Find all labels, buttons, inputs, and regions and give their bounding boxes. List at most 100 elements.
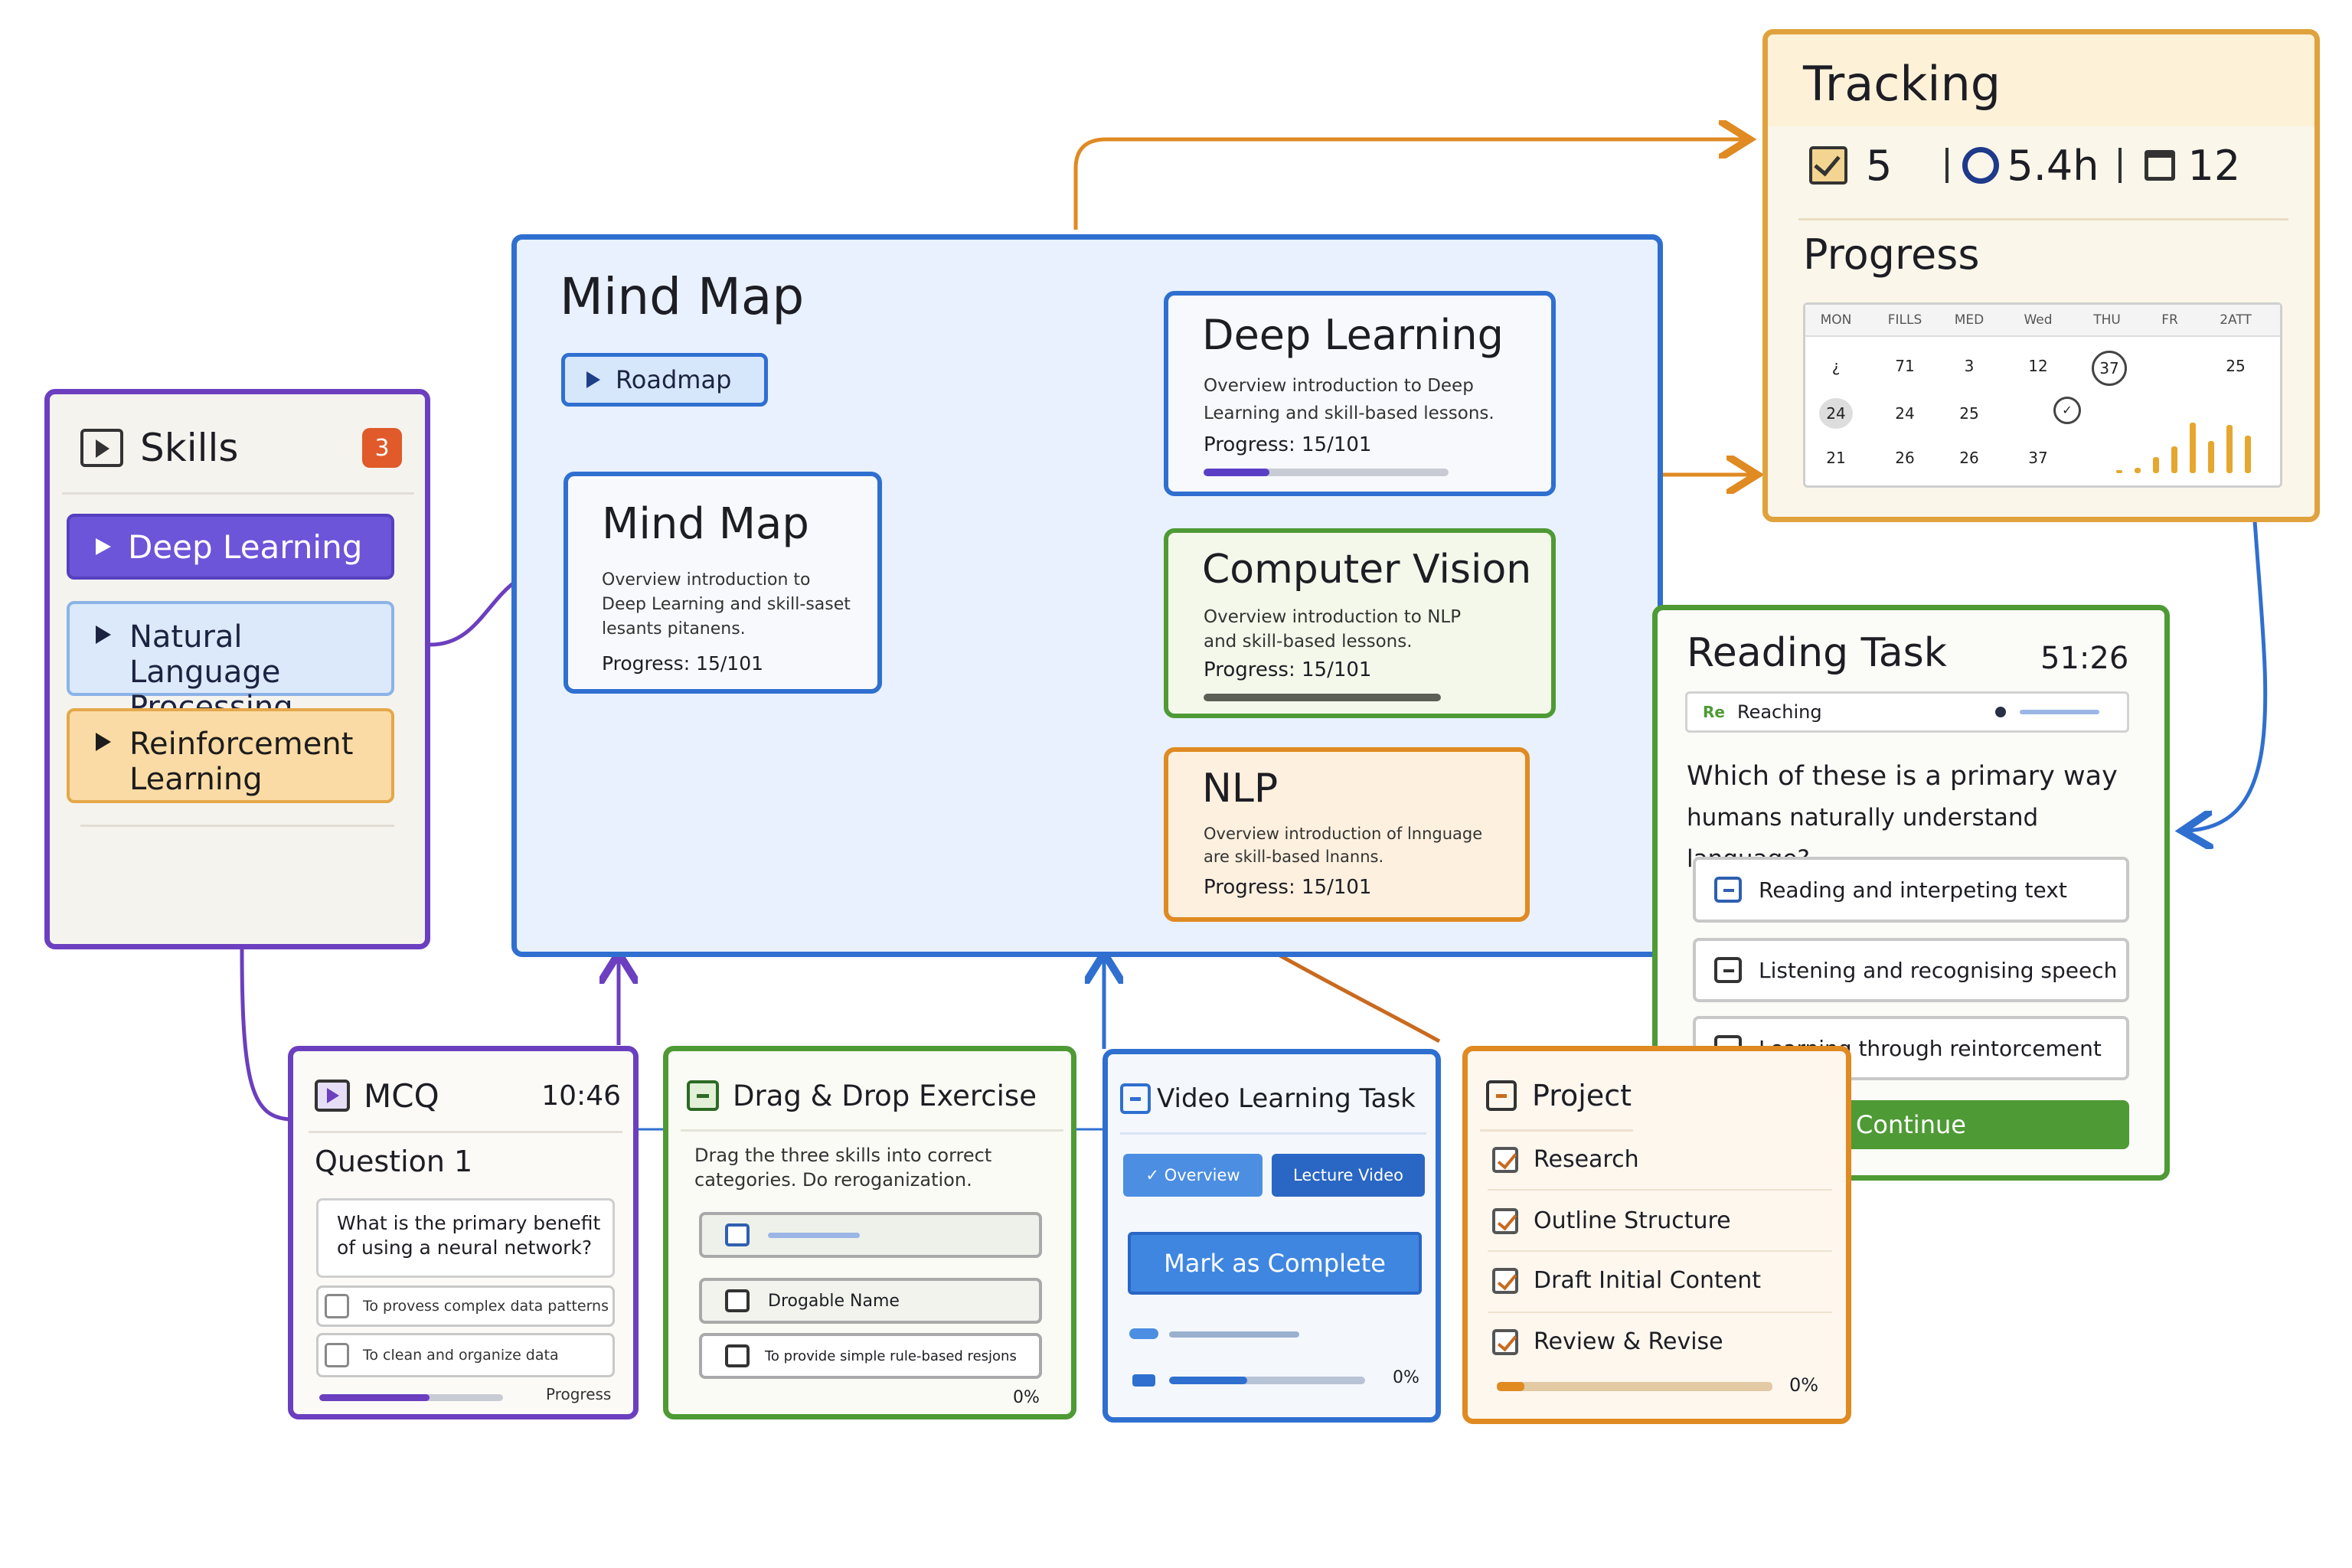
tab-overview[interactable]: ✓ Overview bbox=[1123, 1154, 1263, 1197]
checked-checkbox-icon bbox=[1492, 1267, 1518, 1294]
calendar-day-header: FR bbox=[2161, 312, 2178, 328]
drag-item-2[interactable]: Drogable Name bbox=[699, 1278, 1042, 1324]
timer-icon bbox=[1962, 147, 2000, 184]
mcq-prompt-line2: of using a neural network? bbox=[337, 1236, 593, 1259]
mindmap-center-node[interactable]: Mind Map Overview introduction to Deep L… bbox=[564, 472, 882, 694]
drag-item-3[interactable]: To provide simple rule-based resjons bbox=[699, 1333, 1042, 1379]
tracking-stats: 5 5.4h 12 bbox=[1809, 139, 2299, 192]
node-deep-learning-progress-bar bbox=[1204, 469, 1449, 476]
skill-reinforcement-learning[interactable]: Reinforcement Learning bbox=[67, 708, 394, 803]
checked-checkbox-icon bbox=[1492, 1207, 1518, 1234]
reading-title: Reading Task bbox=[1687, 630, 1947, 676]
node-deep-learning-desc-line1: Overview introduction to Deep bbox=[1204, 376, 1474, 396]
calendar-day-cell[interactable]: 26 bbox=[1895, 449, 1915, 467]
calendar-day-cell[interactable]: 12 bbox=[2028, 357, 2048, 375]
center-node-desc-line1: Overview introduction to bbox=[602, 570, 811, 590]
reading-slider-track[interactable] bbox=[2020, 710, 2099, 714]
square-minus-icon bbox=[1714, 957, 1742, 983]
calendar-day-cell[interactable]: 26 bbox=[1959, 449, 1979, 467]
reading-option-2[interactable]: Listening and recognising speech bbox=[1693, 938, 2129, 1002]
skill-nlp[interactable]: Natural Language Processing bbox=[67, 601, 394, 725]
stat-divider bbox=[1945, 148, 1949, 183]
calendar-check-icon: ✓ bbox=[2053, 397, 2081, 424]
video-title: Video Learning Task bbox=[1157, 1083, 1416, 1114]
video-divider bbox=[1120, 1132, 1426, 1135]
project-item-3[interactable]: Draft Initial Content bbox=[1492, 1267, 1761, 1294]
center-node-desc-line2: Deep Learning and skill-saset bbox=[602, 595, 851, 614]
reading-option-1[interactable]: Reading and interpeting text bbox=[1693, 857, 2129, 923]
checked-checkbox-icon bbox=[1492, 1328, 1518, 1355]
calendar-day-header: MON bbox=[1820, 312, 1852, 328]
calendar-day-header: Wed bbox=[2024, 312, 2053, 328]
continue-button-label: Continue bbox=[1856, 1110, 1966, 1139]
square-minus-icon bbox=[1120, 1083, 1151, 1114]
calendar-day-cell[interactable]: 24 bbox=[1819, 398, 1853, 429]
project-item-divider bbox=[1488, 1250, 1832, 1252]
skills-to-mcq-line bbox=[240, 949, 292, 1122]
activity-bar bbox=[2245, 436, 2251, 473]
mcq-progress-bar bbox=[319, 1394, 503, 1401]
calendar-day-cell[interactable]: ¿ bbox=[1831, 357, 1841, 375]
calendar-day-cell[interactable]: 71 bbox=[1895, 357, 1915, 375]
tracking-title: Tracking bbox=[1803, 56, 2001, 112]
mcq-option-2[interactable]: To clean and organize data bbox=[316, 1333, 615, 1377]
drag-item-1-bar bbox=[768, 1232, 860, 1238]
project-item-4-label: Review & Revise bbox=[1534, 1328, 1723, 1355]
drag-item-1[interactable] bbox=[699, 1212, 1042, 1258]
triangle-right-icon bbox=[586, 371, 600, 388]
project-progress-fill bbox=[1497, 1382, 1524, 1391]
mark-complete-button[interactable]: Mark as Complete bbox=[1128, 1232, 1422, 1295]
project-item-1[interactable]: Research bbox=[1492, 1146, 1639, 1173]
dragdrop-title: Drag & Drop Exercise bbox=[733, 1079, 1037, 1112]
node-deep-learning[interactable]: Deep Learning Overview introduction to D… bbox=[1164, 291, 1556, 496]
video-progress-dot-2 bbox=[1132, 1374, 1155, 1387]
drag-item-2-label: Drogable Name bbox=[768, 1291, 900, 1311]
project-item-4[interactable]: Review & Revise bbox=[1492, 1328, 1723, 1355]
node-cv-desc-line2: and skill-based lessons. bbox=[1204, 632, 1413, 652]
tab-lecture-video[interactable]: Lecture Video bbox=[1272, 1154, 1425, 1197]
calendar-day-cell[interactable]: 3 bbox=[1964, 357, 1975, 375]
stat-divider bbox=[2118, 148, 2122, 183]
square-minus-icon bbox=[1486, 1080, 1517, 1111]
node-nlp-title: NLP bbox=[1202, 766, 1279, 812]
calendar-day-cell[interactable]: 37 bbox=[2092, 351, 2127, 386]
project-panel: Project Research Outline Structure Draft… bbox=[1462, 1046, 1851, 1424]
node-deep-learning-title: Deep Learning bbox=[1202, 311, 1504, 359]
reading-slider-dot[interactable] bbox=[1995, 707, 2006, 717]
activity-bar bbox=[2226, 425, 2233, 473]
dragdrop-instr-line2: categories. Do reroganization. bbox=[694, 1169, 972, 1191]
mark-complete-label: Mark as Complete bbox=[1164, 1249, 1386, 1278]
calendar-day-header: 2ATT bbox=[2220, 312, 2252, 328]
node-nlp-progress: Progress: 15/101 bbox=[1204, 876, 1372, 899]
activity-bar bbox=[2208, 441, 2214, 473]
node-computer-vision[interactable]: Computer Vision Overview introduction to… bbox=[1164, 528, 1556, 718]
video-progress-dot-1 bbox=[1129, 1328, 1158, 1339]
reading-tag: Re bbox=[1703, 703, 1725, 721]
skill-deep-learning[interactable]: Deep Learning bbox=[67, 514, 394, 580]
skill-rl-label-line1: Reinforcement bbox=[129, 727, 354, 762]
roadmap-button[interactable]: Roadmap bbox=[561, 353, 768, 407]
dragdrop-percent: 0% bbox=[1013, 1388, 1040, 1407]
calendar-day-cell[interactable]: 25 bbox=[2226, 357, 2246, 375]
project-item-2[interactable]: Outline Structure bbox=[1492, 1207, 1731, 1234]
mcq-prompt-line1: What is the primary benefit bbox=[337, 1212, 601, 1234]
project-progress-bar bbox=[1497, 1382, 1772, 1391]
calendar-day-cell[interactable]: 24 bbox=[1895, 404, 1915, 423]
calendar-icon bbox=[2145, 150, 2176, 181]
calendar-day-cell[interactable]: 37 bbox=[2028, 449, 2048, 467]
mcq-prompt-box: What is the primary benefit of using a n… bbox=[316, 1198, 615, 1278]
calendar-day-cell[interactable]: 25 bbox=[1959, 404, 1979, 423]
reading-question-line1: Which of these is a primary way bbox=[1687, 761, 2118, 792]
project-item-2-label: Outline Structure bbox=[1534, 1207, 1731, 1234]
node-nlp[interactable]: NLP Overview introduction of lnnguage ar… bbox=[1164, 747, 1530, 922]
mcq-timer: 10:46 bbox=[541, 1080, 621, 1112]
tracking-header-bg bbox=[1768, 34, 2314, 126]
project-percent: 0% bbox=[1789, 1374, 1819, 1396]
mcq-question-title: Question 1 bbox=[315, 1145, 473, 1178]
mcq-option-1[interactable]: To provess complex data patterns bbox=[316, 1285, 615, 1327]
skill-deep-learning-label: Deep Learning bbox=[128, 528, 363, 566]
node-deep-learning-progress-fill bbox=[1204, 469, 1270, 476]
mcq-header: MCQ 10:46 bbox=[315, 1074, 621, 1117]
node-cv-progress-bar bbox=[1204, 694, 1441, 701]
calendar-day-cell[interactable]: 21 bbox=[1826, 449, 1846, 467]
